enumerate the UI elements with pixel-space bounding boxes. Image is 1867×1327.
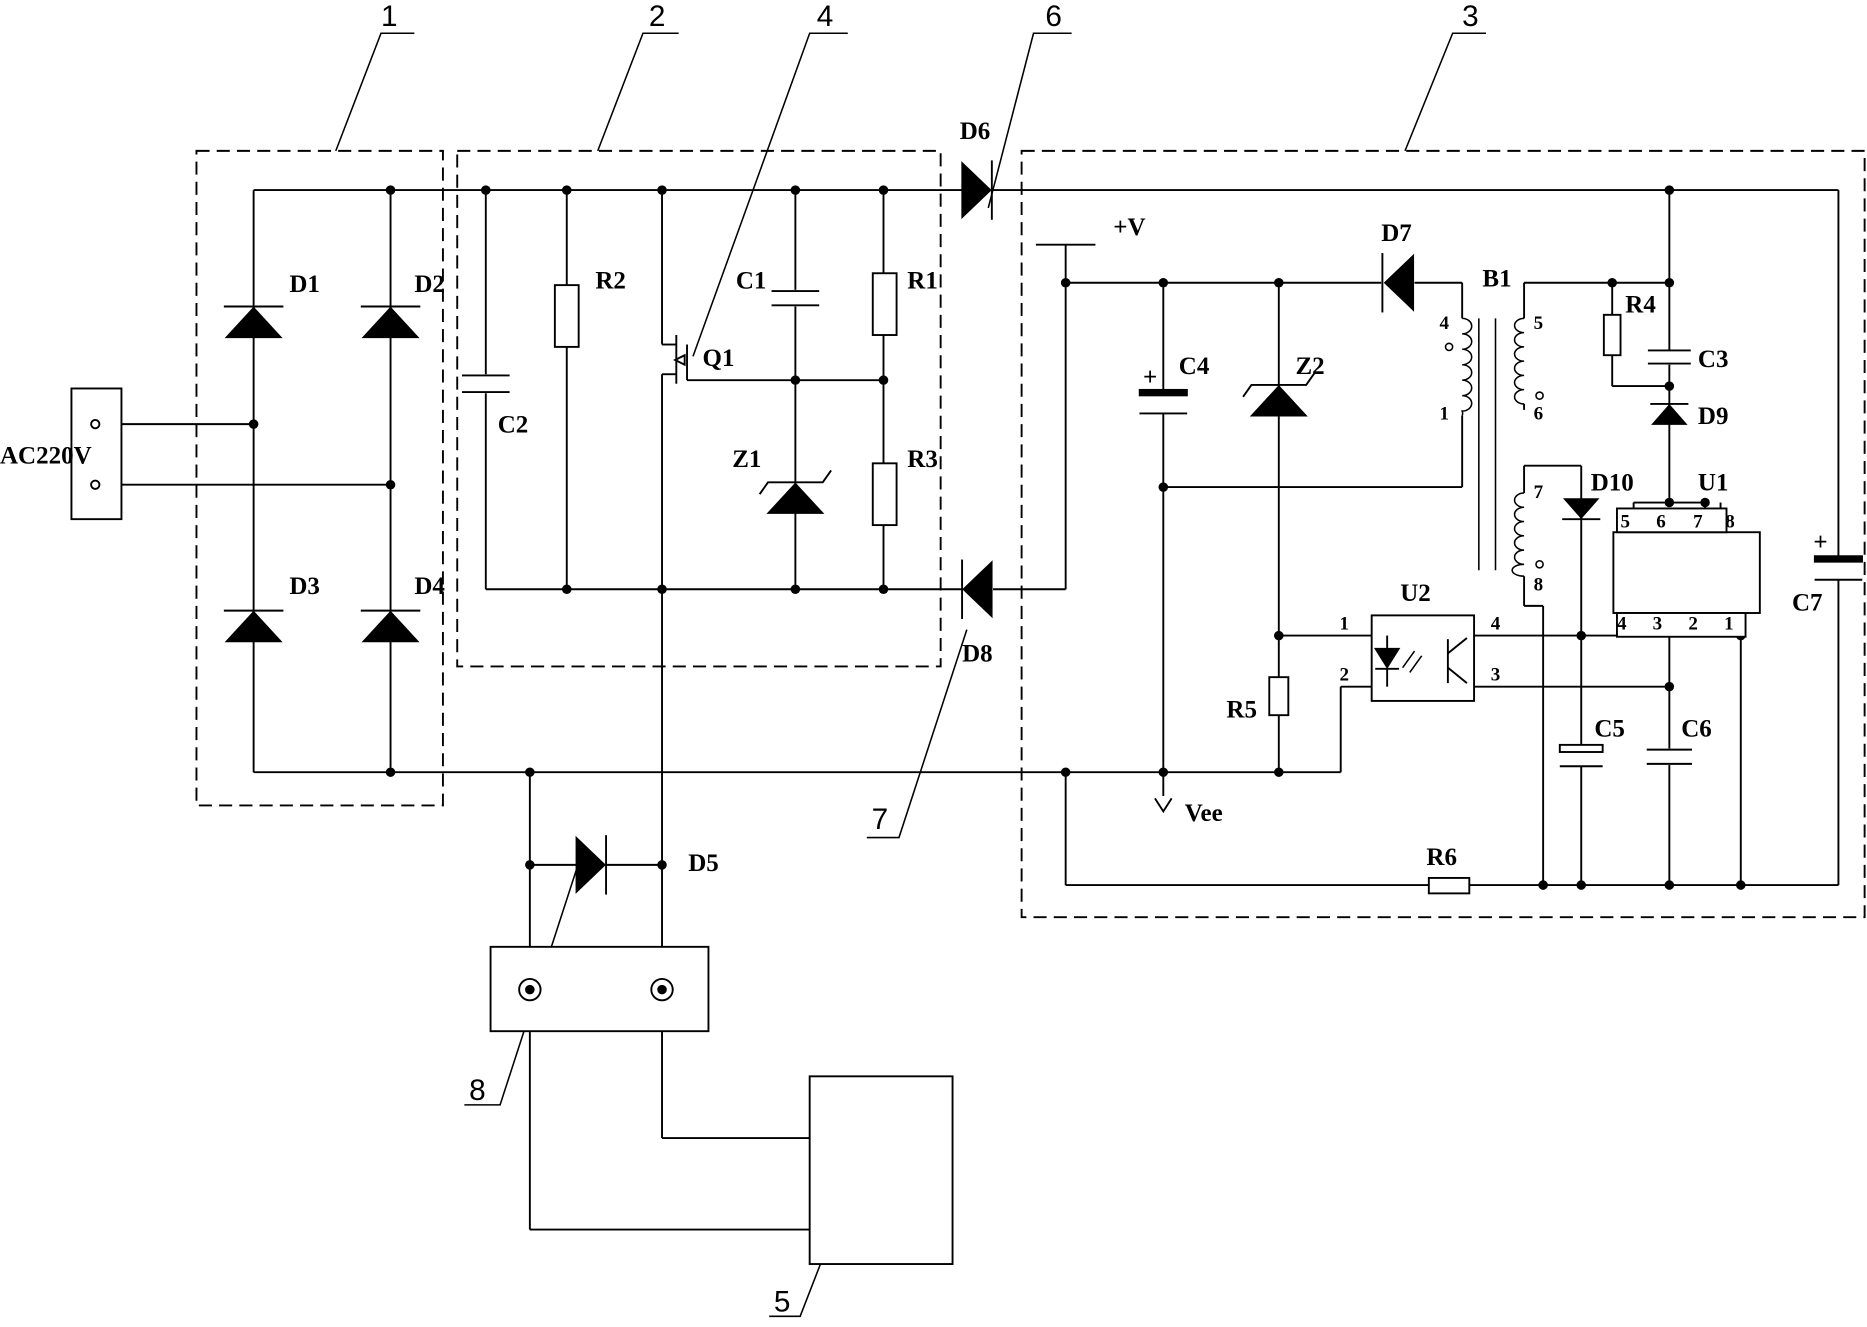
u1-pin2: 2 xyxy=(1688,614,1698,635)
junction-dots xyxy=(249,185,1746,889)
callout-4: 4 xyxy=(817,0,834,33)
resistor-r6 xyxy=(1429,878,1469,893)
label-r5: R5 xyxy=(1226,697,1257,724)
diode-d7 xyxy=(1382,253,1413,312)
callout-6: 6 xyxy=(1045,0,1062,33)
callout-1: 1 xyxy=(381,0,398,33)
capacitor-c2 xyxy=(462,374,510,393)
u1-pin1: 1 xyxy=(1724,614,1734,635)
b1-pin4: 4 xyxy=(1440,313,1450,334)
resistor-r1 xyxy=(873,273,897,335)
label-d6: D6 xyxy=(960,118,991,145)
load-box xyxy=(810,1076,953,1264)
resistor-r2 xyxy=(555,285,579,347)
b1-pin6: 6 xyxy=(1534,403,1544,424)
label-z2: Z2 xyxy=(1295,353,1324,380)
optocoupler-u2 xyxy=(1372,615,1474,701)
label-c4: C4 xyxy=(1179,353,1210,380)
resistor-r5 xyxy=(1269,677,1288,715)
u1-pin8: 8 xyxy=(1725,511,1735,532)
diode-d4 xyxy=(361,611,421,642)
label-r6: R6 xyxy=(1426,844,1457,871)
net-vee: Vee xyxy=(1185,800,1223,827)
diode-d2 xyxy=(361,307,421,338)
callout-2: 2 xyxy=(649,0,666,33)
label-d2: D2 xyxy=(414,271,445,298)
label-d1: D1 xyxy=(289,271,320,298)
capacitor-c7 xyxy=(1815,556,1863,580)
u2-pin3: 3 xyxy=(1491,665,1501,686)
c7-plus: + xyxy=(1813,529,1827,556)
wires xyxy=(95,190,1838,1230)
label-d9: D9 xyxy=(1698,403,1729,430)
net-vplus: +V xyxy=(1113,214,1145,241)
capacitor-c4 xyxy=(1139,390,1188,414)
label-c3: C3 xyxy=(1698,346,1729,373)
label-r4: R4 xyxy=(1625,291,1656,318)
callout-7: 7 xyxy=(872,803,889,836)
diode-d6 xyxy=(962,160,992,219)
label-d8: D8 xyxy=(962,641,993,668)
callout-8: 8 xyxy=(469,1074,486,1107)
label-r3: R3 xyxy=(907,446,938,473)
diode-d1 xyxy=(224,307,284,338)
u1-pin6: 6 xyxy=(1656,511,1666,532)
module-box-1 xyxy=(196,151,442,806)
capacitor-c3 xyxy=(1648,350,1691,364)
diode-d8 xyxy=(962,560,992,619)
c4-plus: + xyxy=(1143,364,1157,391)
diode-d9 xyxy=(1650,404,1688,424)
callout-3: 3 xyxy=(1462,0,1479,33)
capacitor-c6 xyxy=(1647,748,1692,765)
b1-pin1: 1 xyxy=(1440,403,1450,424)
label-c5: C5 xyxy=(1594,716,1625,743)
label-d4: D4 xyxy=(414,573,445,600)
u1-pin7: 7 xyxy=(1693,511,1703,532)
ic-u1 xyxy=(1613,508,1759,636)
label-d5: D5 xyxy=(688,850,719,877)
b1-pin8: 8 xyxy=(1534,574,1544,595)
label-u1: U1 xyxy=(1698,470,1729,497)
mosfet-q1 xyxy=(675,335,687,384)
diode-d3 xyxy=(224,611,284,642)
capacitor-c5 xyxy=(1560,745,1603,766)
label-b1: B1 xyxy=(1482,265,1511,292)
label-c2: C2 xyxy=(498,411,529,438)
b1-pin5: 5 xyxy=(1534,313,1544,334)
label-c7: C7 xyxy=(1792,590,1823,617)
u1-pin4: 4 xyxy=(1617,614,1627,635)
u1-pin5: 5 xyxy=(1621,511,1631,532)
u2-pin2: 2 xyxy=(1340,665,1350,686)
resistor-r4 xyxy=(1604,315,1621,355)
label-c6: C6 xyxy=(1681,716,1712,743)
ac-source-label: AC220V xyxy=(0,442,92,469)
label-z1: Z1 xyxy=(732,446,761,473)
label-d10: D10 xyxy=(1591,470,1634,497)
label-q1: Q1 xyxy=(703,345,735,372)
u1-pin3: 3 xyxy=(1653,614,1663,635)
u2-pin1: 1 xyxy=(1340,614,1350,635)
label-u2: U2 xyxy=(1400,580,1431,607)
terminal-block xyxy=(491,947,709,1031)
diode-d10 xyxy=(1562,499,1600,519)
callout-5: 5 xyxy=(774,1286,791,1319)
label-c1: C1 xyxy=(736,268,767,295)
ground-vee xyxy=(1155,798,1172,811)
label-d7: D7 xyxy=(1381,220,1412,247)
transformer-b1 xyxy=(1445,318,1543,576)
label-r1: R1 xyxy=(907,268,938,295)
resistor-r3 xyxy=(873,463,897,525)
capacitor-c1 xyxy=(772,290,820,307)
u2-pin4: 4 xyxy=(1491,614,1501,635)
label-r2: R2 xyxy=(595,268,626,295)
label-d3: D3 xyxy=(289,573,320,600)
b1-pin7: 7 xyxy=(1534,482,1544,503)
diode-d5 xyxy=(576,835,606,894)
